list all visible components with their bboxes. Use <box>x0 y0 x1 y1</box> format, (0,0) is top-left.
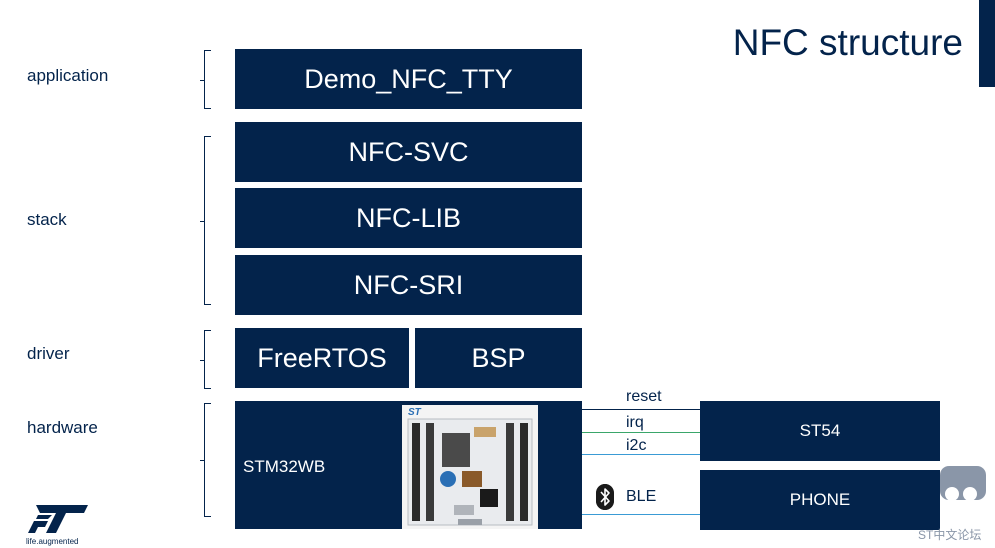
wire-irq <box>582 432 700 433</box>
layer-label-stack: stack <box>27 210 67 229</box>
signal-label-irq: irq <box>626 414 644 431</box>
forum-icon <box>940 466 986 501</box>
block-st54: ST54 <box>700 401 940 461</box>
block-stm32wb: STM32WB ST <box>235 401 582 529</box>
bracket-driver <box>200 330 211 389</box>
bracket-application <box>200 50 211 109</box>
block-phone: PHONE <box>700 470 940 530</box>
block-nfc-lib: NFC-LIB <box>235 188 582 248</box>
svg-text:ST: ST <box>408 407 422 418</box>
block-freertos: FreeRTOS <box>235 328 409 388</box>
block-sri-label: NFC-SRI <box>353 269 464 300</box>
nucleo-board-image: ST <box>402 405 538 529</box>
block-demo-label: Demo_NFC_TTY <box>304 63 513 94</box>
watermark-text: ST中文论坛 <box>918 528 982 542</box>
block-lib-label: NFC-LIB <box>355 202 461 233</box>
bluetooth-icon <box>596 484 614 510</box>
block-phone-label: PHONE <box>789 490 851 509</box>
wire-reset <box>582 409 700 410</box>
block-bsp-label: BSP <box>471 342 526 373</box>
signal-label-ble: BLE <box>626 488 657 505</box>
signal-label-i2c: i2c <box>626 437 647 454</box>
wire-ble <box>582 514 700 515</box>
st-logo-icon <box>28 505 88 533</box>
layer-label-hardware: hardware <box>27 418 98 437</box>
block-nfc-svc: NFC-SVC <box>235 122 582 182</box>
layer-label-driver: driver <box>27 344 70 363</box>
block-st54-label: ST54 <box>799 421 841 440</box>
wire-i2c <box>582 454 700 455</box>
block-nfc-sri: NFC-SRI <box>235 255 582 315</box>
block-svc-label: NFC-SVC <box>348 136 469 167</box>
corner-accent-bar <box>979 0 995 87</box>
signal-label-reset: reset <box>626 388 662 405</box>
bracket-stack <box>200 136 211 305</box>
block-freertos-label: FreeRTOS <box>257 342 387 373</box>
bracket-hardware <box>200 403 211 517</box>
page-title: NFC structure <box>732 22 963 63</box>
logo-tagline: life.augmented <box>26 537 79 546</box>
block-stm32wb-label: STM32WB <box>243 457 326 476</box>
block-bsp: BSP <box>415 328 582 388</box>
block-demo-nfc-tty: Demo_NFC_TTY <box>235 49 582 109</box>
layer-label-application: application <box>27 66 109 85</box>
